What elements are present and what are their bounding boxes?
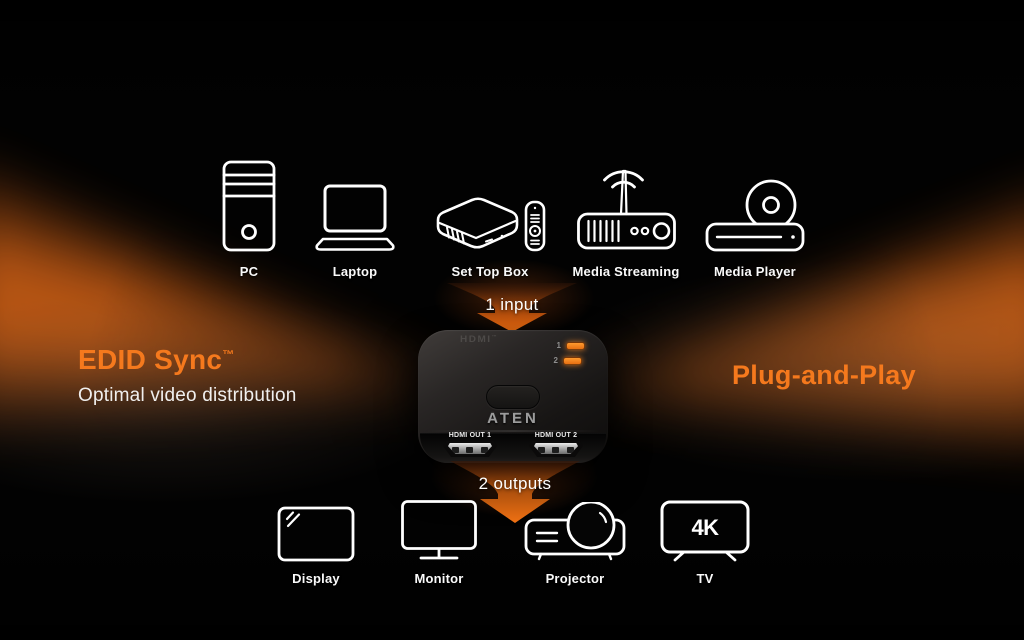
- output-count-label: 2 outputs: [478, 474, 552, 493]
- led-indicator-1: 1: [557, 342, 585, 350]
- media-streaming-icon: [576, 156, 676, 252]
- led-light-icon: [563, 357, 582, 365]
- source-label: PC: [239, 264, 259, 279]
- output-label: TV: [696, 571, 714, 586]
- output-arrow-icon: [450, 461, 580, 523]
- pc-icon: [222, 160, 276, 252]
- hdmi-socket-icon: [529, 441, 583, 457]
- source-label: Laptop: [332, 264, 378, 279]
- display-icon: [277, 506, 355, 562]
- hdmi-socket-icon: [443, 441, 497, 457]
- source-label: Media Streaming: [572, 264, 680, 279]
- source-node-media-streaming: Media Streaming: [572, 150, 679, 279]
- feature-edid-subtitle: Optimal video distribution: [78, 385, 297, 406]
- laptop-icon: [313, 184, 397, 252]
- output-label: Monitor: [414, 571, 464, 586]
- tv-icon: 4K: [659, 499, 751, 562]
- source-label: Media Player: [714, 264, 796, 279]
- brand-logo: ATEN: [487, 410, 539, 427]
- led-indicator-2: 2: [554, 357, 582, 365]
- led-light-icon: [566, 342, 585, 350]
- source-label: Set Top Box: [451, 264, 529, 279]
- source-node-media-player: Media Player: [705, 150, 805, 279]
- hdmi-splitter-device: HDMI™ 1 2 ATEN HDMI OUT 1 HDMI OUT 2: [418, 330, 608, 463]
- output-label: Projector: [545, 571, 605, 586]
- media-player-icon: [705, 179, 805, 252]
- input-count-label: 1 input: [485, 295, 539, 314]
- output-node-display: Display: [277, 500, 355, 586]
- hdmi-out-port-2: HDMI OUT 2: [529, 432, 583, 457]
- output-node-tv: 4K TV: [659, 500, 751, 586]
- tv-4k-badge: 4K: [691, 515, 719, 540]
- hdmi-out-port-1: HDMI OUT 1: [443, 432, 497, 457]
- hdmi-logo: HDMI™: [460, 334, 497, 345]
- feature-edid-title: EDID Sync™: [78, 344, 235, 375]
- monitor-icon: [400, 499, 478, 562]
- output-label: Display: [292, 571, 340, 586]
- trademark-symbol: ™: [222, 347, 235, 362]
- projector-icon: [524, 502, 626, 562]
- feature-plug-and-play-title: Plug-and-Play: [732, 360, 916, 390]
- set-top-box-icon: [434, 194, 546, 252]
- source-node-set-top-box: Set Top Box: [434, 150, 546, 279]
- port-select-button[interactable]: [486, 385, 540, 409]
- source-node-laptop: Laptop: [313, 150, 397, 279]
- input-arrow-icon: [447, 283, 577, 332]
- source-node-pc: PC: [222, 150, 276, 279]
- device-seam: [426, 430, 600, 432]
- output-node-monitor: Monitor: [400, 500, 478, 586]
- output-node-projector: Projector: [524, 500, 626, 586]
